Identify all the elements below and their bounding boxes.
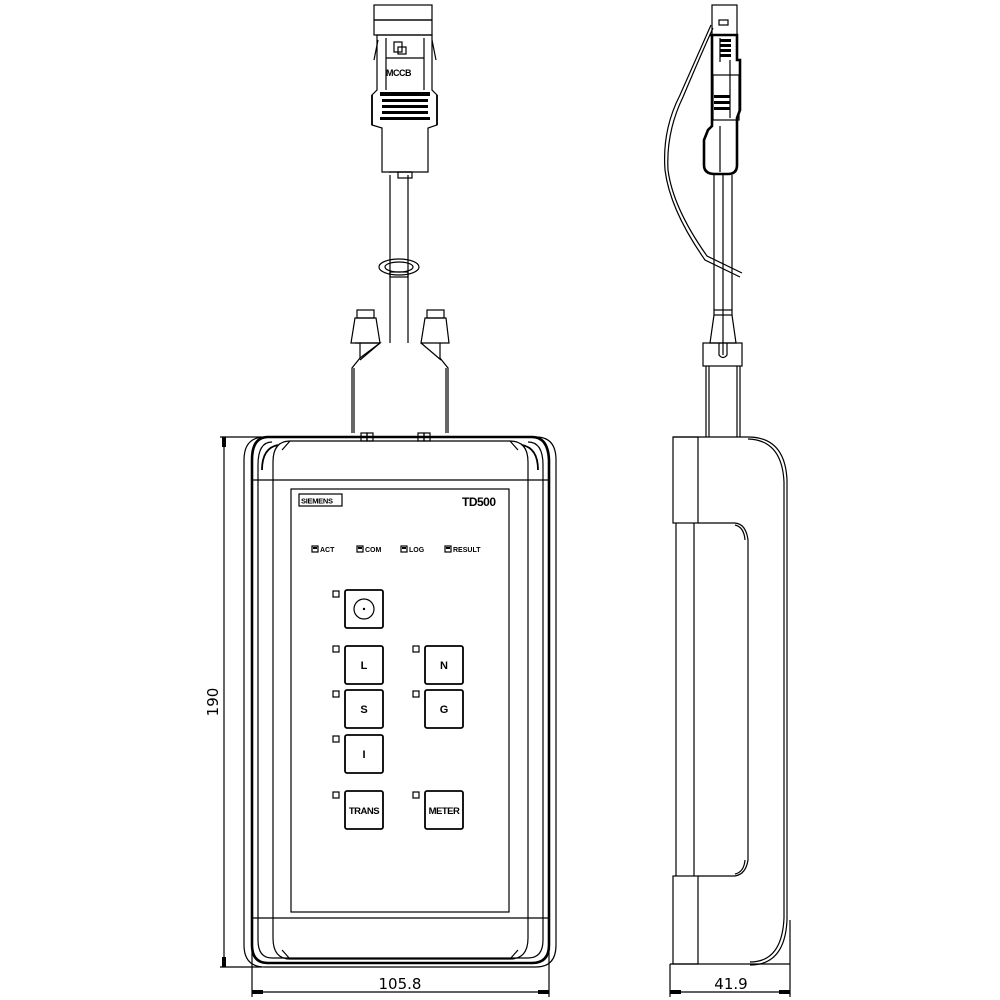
g-button-label: G [440,704,449,716]
trans-led [332,791,340,799]
indicator-log-label: LOG [409,547,425,554]
g-button[interactable]: G [412,689,464,729]
power-button[interactable] [332,589,384,629]
l-button[interactable]: L [332,645,384,685]
meter-button[interactable]: METER [412,790,464,830]
depth-value: 41.9 [714,975,747,993]
indicator-result: RESULT [444,545,481,554]
n-button-label: N [440,660,448,672]
width-value: 105.8 [379,975,422,993]
n-button[interactable]: N [412,645,464,685]
cable [378,171,420,343]
indicator-act-label: ACT [320,547,335,554]
brand-text: SIEMENS [301,497,333,506]
side-housing [669,436,791,997]
i-led [332,735,340,743]
meter-button-label: METER [429,806,460,817]
s-led [332,690,340,698]
side-cable [702,175,743,437]
indicator-act: ACT [311,545,335,554]
s-button-label: S [360,704,367,716]
g-led [412,690,420,698]
trans-button[interactable]: TRANS [332,790,384,830]
power-led [332,590,340,598]
i-button[interactable]: I [332,734,384,774]
n-led [412,645,420,653]
height-value: 190 [204,688,222,717]
status-indicators: ACT COM LOG RESULT [311,545,481,554]
trans-button-label: TRANS [349,806,379,817]
width-dimension: 105.8 [251,945,550,997]
model-label: TD500 [462,495,496,509]
device-housing [243,432,557,968]
s-button[interactable]: S [332,689,384,729]
front-view: MCCB [204,4,557,997]
mccb-connector: MCCB [371,4,438,179]
side-connector [702,4,742,176]
mccb-label: MCCB [386,68,412,78]
indicator-result-label: RESULT [453,547,481,554]
height-dimension: 190 [204,436,262,968]
depth-dimension: 41.9 [670,975,790,994]
l-led [332,645,340,653]
lanyard [663,24,743,278]
side-view: 41.9 [663,4,791,997]
power-circle-icon [353,598,375,620]
meter-led [412,791,420,799]
i-button-label: I [362,749,365,761]
indicator-com-label: COM [365,547,382,554]
l-button-label: L [361,660,368,672]
cable-gland [350,309,450,433]
siemens-logo: SIEMENS [298,493,343,507]
indicator-log: LOG [400,545,425,554]
indicator-com: COM [356,545,382,554]
front-panel: SIEMENS TD500 ACT COM LOG [290,488,510,913]
